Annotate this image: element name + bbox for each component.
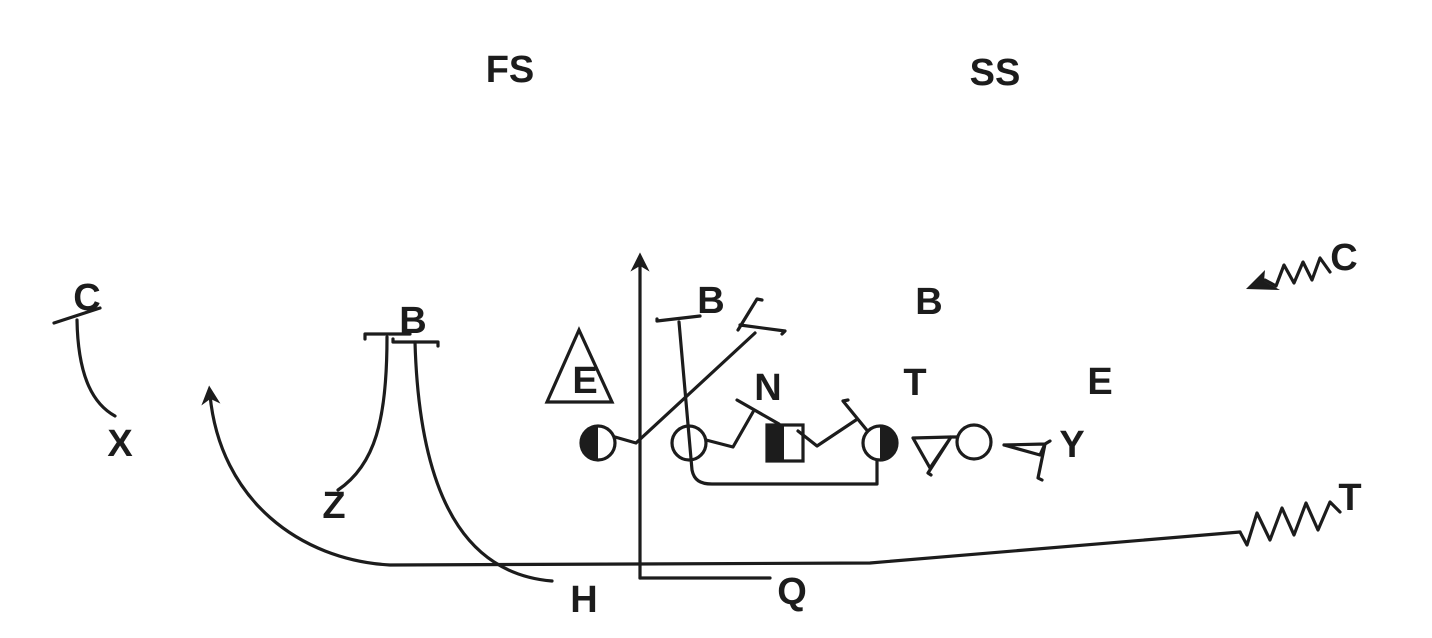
label-strong-safety: SS [970,52,1021,94]
lineman-right-tackle-icon [955,423,993,461]
route-h [413,340,554,583]
route-sweep-motion [1238,500,1342,547]
block-bracket-lt [736,297,787,336]
label-backer-right: B [915,281,942,323]
block-bracket-z [363,332,412,341]
label-tight-end: T [1338,477,1361,519]
arrow-corner-right [1246,270,1280,290]
route-z [336,335,389,492]
route-x [75,318,117,418]
label-end-left: E [572,360,597,402]
label-backer-mid: B [697,280,724,322]
end-triangle-icon [544,326,615,404]
label-nose: N [754,367,781,409]
label-receiver-z: Z [322,485,345,527]
block-c [796,418,858,448]
label-corner-right: C [1330,237,1357,279]
label-free-safety: FS [486,49,535,91]
label-tackle: T [903,362,926,404]
label-receiver-x: X [107,423,133,465]
lineman-left-tackle-icon [579,424,617,462]
block-bracket-lg [735,398,781,426]
block-y [1002,439,1052,482]
label-quarterback: Q [777,571,807,613]
route-sweep [201,385,1242,567]
block-bracket-pull [655,314,702,323]
label-backer-left: B [399,300,426,342]
block-lg [704,410,755,449]
block-bracket-x [52,306,102,325]
route-corner-right [1263,256,1332,288]
block-bracket-h [391,337,440,348]
label-end-right: E [1087,361,1112,403]
route-pull [677,320,879,486]
label-halfback: H [570,579,597,621]
lineman-right-guard-icon [861,424,899,462]
block-lt [613,331,757,445]
label-receiver-y: Y [1059,424,1084,466]
